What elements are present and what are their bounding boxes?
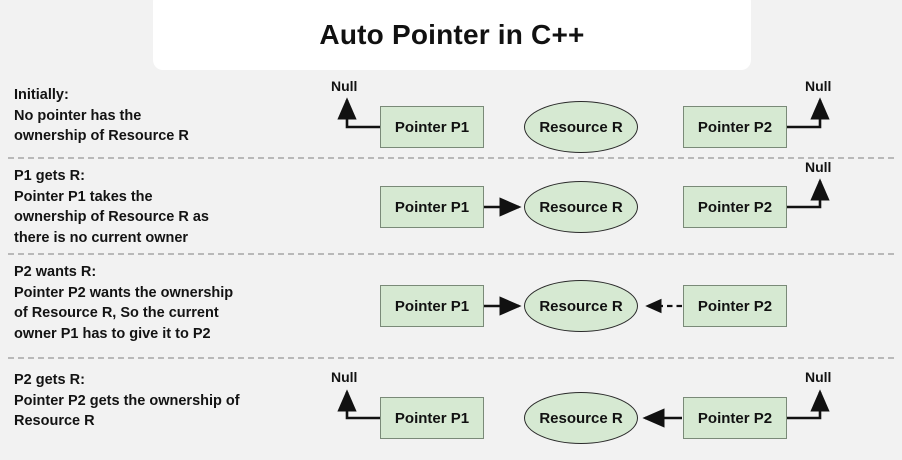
row-caption: P2 wants R: Pointer P2 wants the ownersh… <box>14 264 234 342</box>
node-pointer-p1[interactable]: Pointer P1 <box>380 106 484 148</box>
null-label-p1: Null <box>331 369 358 385</box>
null-label-p2: Null <box>805 78 832 94</box>
row-divider <box>8 157 894 159</box>
row-divider <box>8 253 894 255</box>
row-initially: Initially: No pointer has the ownership … <box>0 78 902 157</box>
node-label: Resource R <box>539 297 623 315</box>
node-label: Pointer P1 <box>394 118 470 136</box>
page-title: Auto Pointer in C++ <box>319 19 585 50</box>
node-label: Pointer P1 <box>394 297 470 315</box>
null-label-p2: Null <box>805 159 832 175</box>
node-pointer-p1[interactable]: Pointer P1 <box>380 186 484 228</box>
node-label: Resource R <box>539 198 623 216</box>
node-resource-r[interactable]: Resource R <box>524 101 638 153</box>
row-caption: P1 gets R: Pointer P1 takes the ownershi… <box>14 168 209 246</box>
node-label: Pointer P1 <box>394 409 470 427</box>
node-pointer-p1[interactable]: Pointer P1 <box>380 285 484 327</box>
node-label: Pointer P2 <box>697 118 773 136</box>
node-resource-r[interactable]: Resource R <box>524 392 638 444</box>
node-label: Resource R <box>539 118 623 136</box>
node-label: Pointer P1 <box>394 198 470 216</box>
node-label: Pointer P2 <box>697 297 773 315</box>
node-pointer-p2[interactable]: Pointer P2 <box>683 186 787 228</box>
row-caption: Initially: No pointer has the ownership … <box>14 87 189 144</box>
null-label-p2: Null <box>805 369 832 385</box>
row-caption: P2 gets R: Pointer P2 gets the ownership… <box>14 372 240 429</box>
node-resource-r[interactable]: Resource R <box>524 280 638 332</box>
node-pointer-p2[interactable]: Pointer P2 <box>683 397 787 439</box>
node-label: Pointer P2 <box>697 409 773 427</box>
node-pointer-p1[interactable]: Pointer P1 <box>380 397 484 439</box>
node-label: Pointer P2 <box>697 198 773 216</box>
row-p2-wants-r: P2 wants R: Pointer P2 wants the ownersh… <box>0 253 902 357</box>
title-panel: Auto Pointer in C++ <box>153 0 751 70</box>
row-p1-gets-r: P1 gets R: Pointer P1 takes the ownershi… <box>0 157 902 253</box>
node-label: Resource R <box>539 409 623 427</box>
node-pointer-p2[interactable]: Pointer P2 <box>683 285 787 327</box>
null-label-p1: Null <box>331 78 358 94</box>
row-p2-gets-r: P2 gets R: Pointer P2 gets the ownership… <box>0 357 902 460</box>
node-resource-r[interactable]: Resource R <box>524 181 638 233</box>
node-pointer-p2[interactable]: Pointer P2 <box>683 106 787 148</box>
row-divider <box>8 357 894 359</box>
